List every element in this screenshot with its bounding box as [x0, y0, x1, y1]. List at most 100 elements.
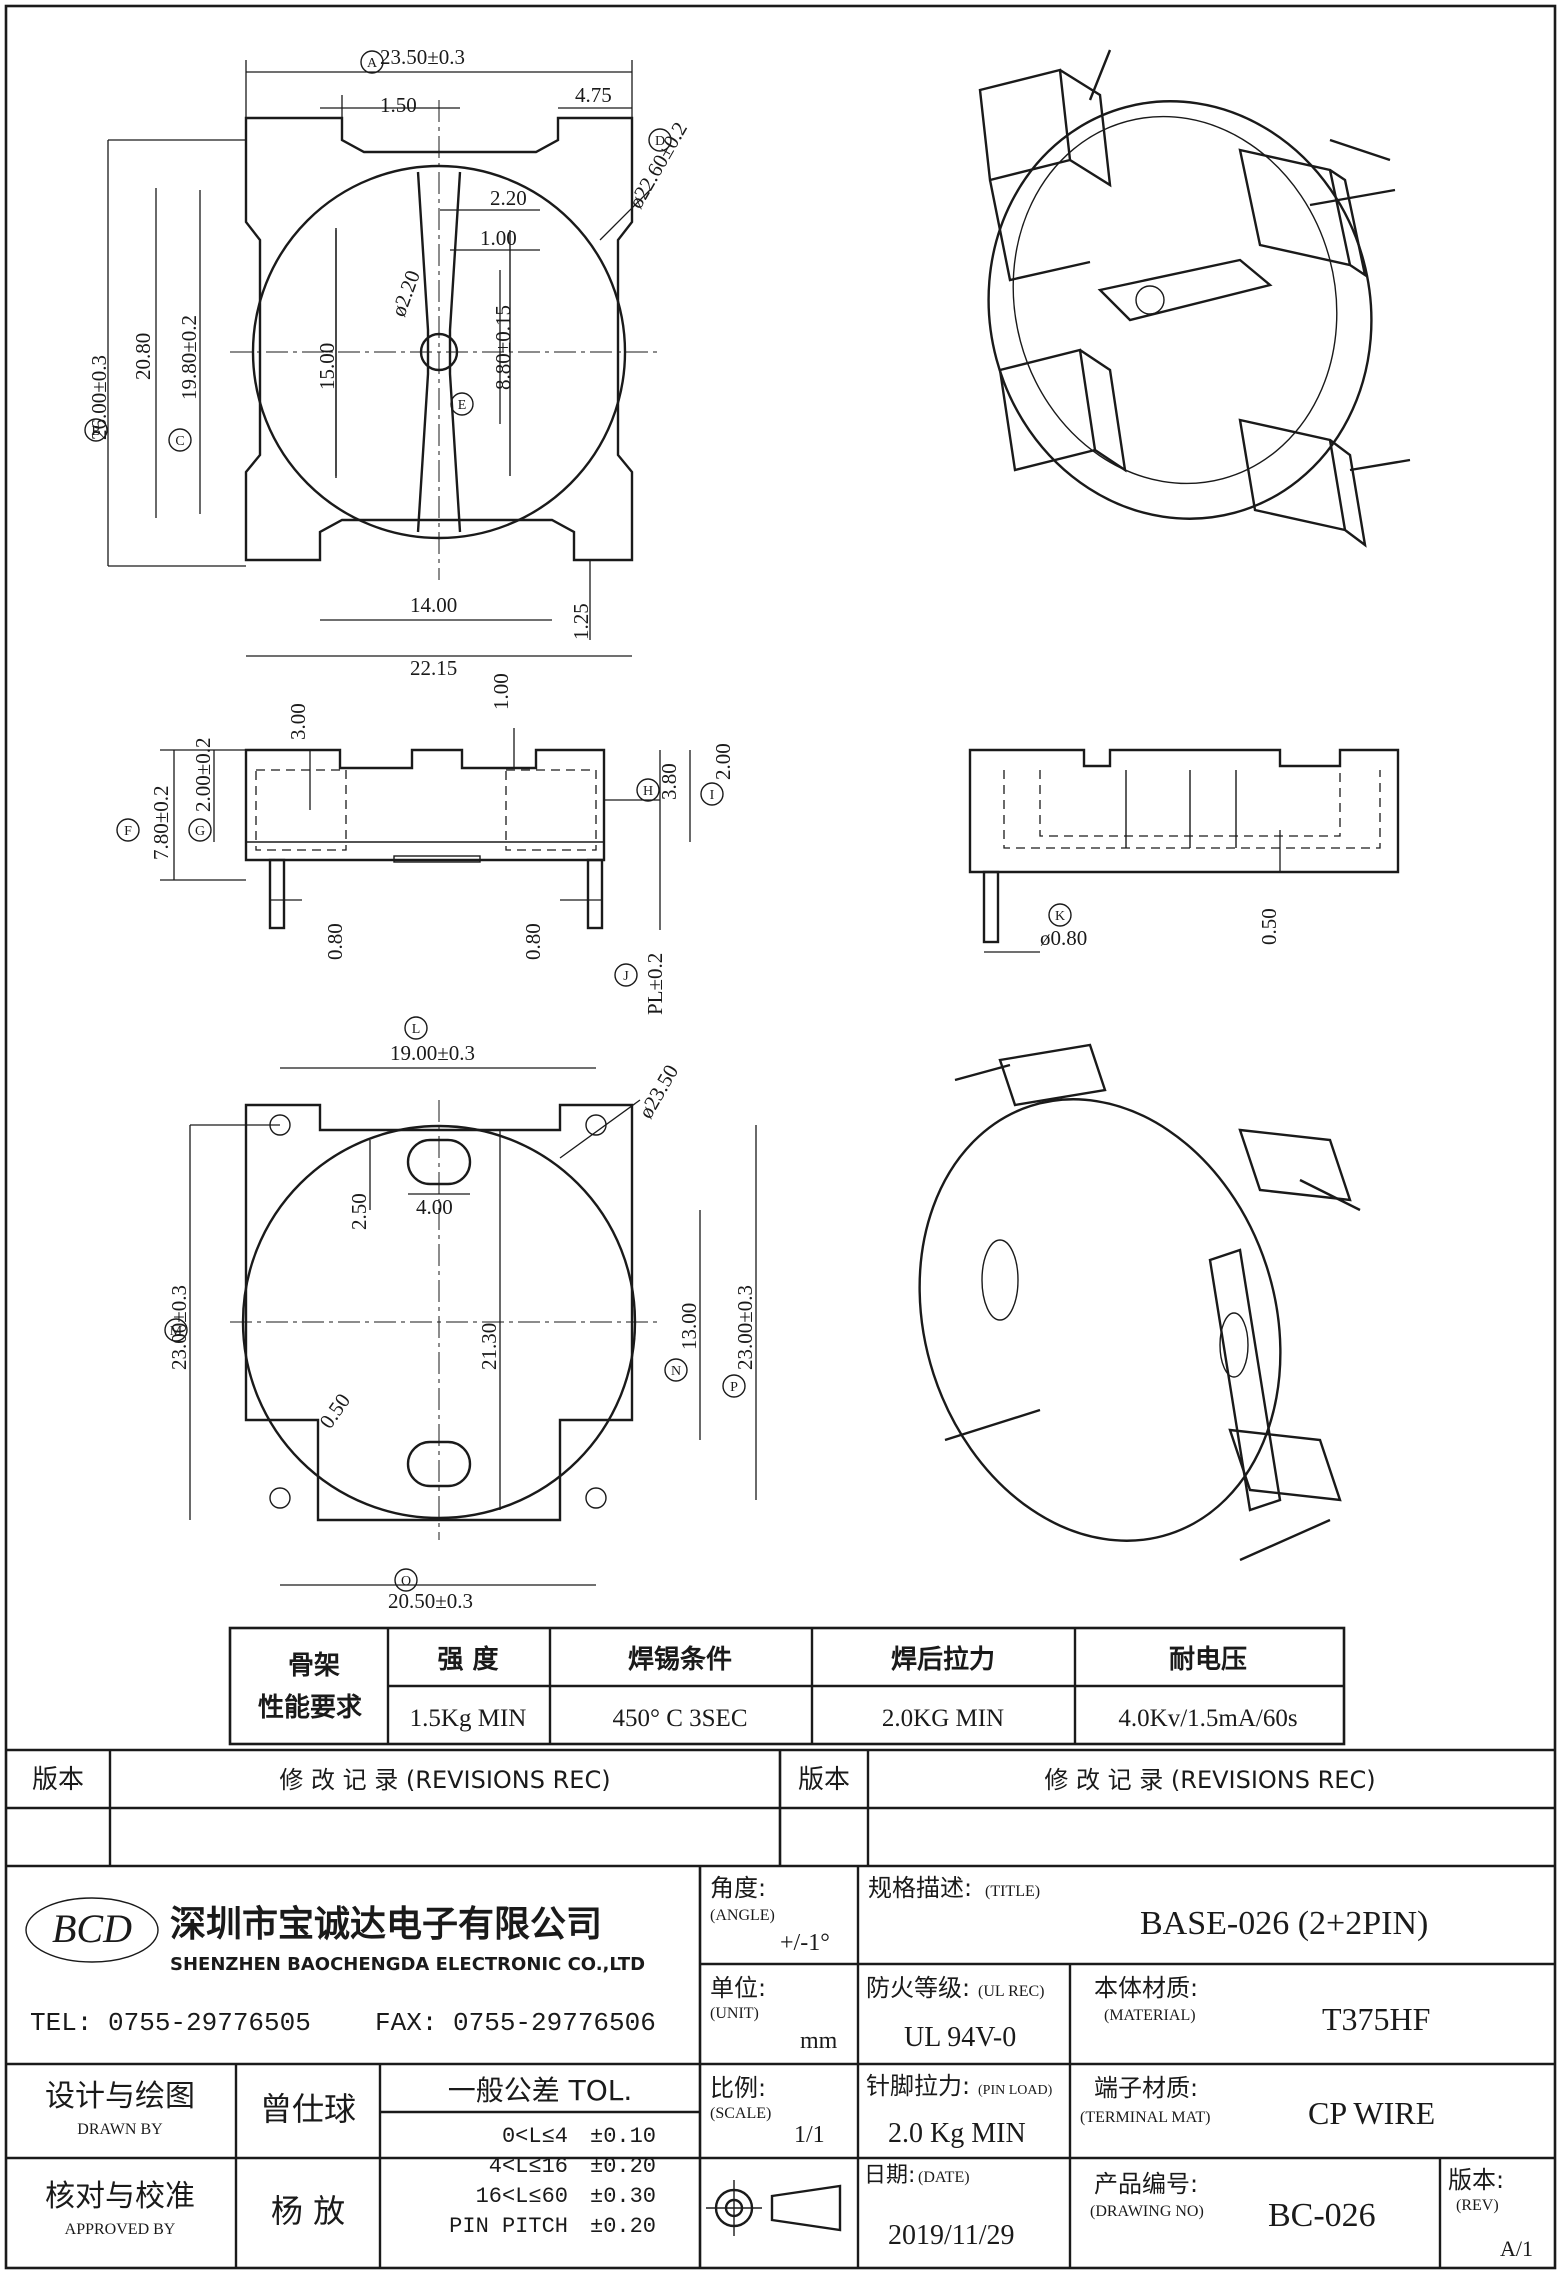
dim-bottom-tab-h: 1.25: [569, 603, 593, 640]
marker-circle-f: [116, 818, 140, 842]
marker-i: I: [710, 788, 715, 803]
terminal-en: (TERMINAL MAT): [1080, 2109, 1211, 2126]
marker-circle-a: [360, 50, 384, 74]
scale-value: 1/1: [794, 2122, 825, 2148]
marker-circle-c: [168, 428, 192, 452]
date-value: 2019/11/29: [888, 2220, 1015, 2251]
projection-symbol-icon: [706, 2180, 842, 2236]
title-block: BCD 深圳市宝诚达电子有限公司 SHENZHEN BAOCHENGDA ELE…: [6, 1866, 1555, 2268]
dim-bv-slot-h: 2.50: [347, 1193, 371, 1230]
scale-label: 比例:: [710, 2074, 766, 2102]
marker-k: K: [1055, 909, 1065, 924]
approved-label: 核对与校准: [45, 2179, 195, 2214]
dim-bottom-tab: 14.00: [410, 593, 457, 617]
dim-notch-left: 1.50: [380, 93, 417, 117]
dim-pin-left: 0.80: [323, 923, 347, 960]
rev-title-right: 修 改 记 录 (REVISIONS REC): [1044, 1766, 1375, 1794]
marker-circle-n: [664, 1358, 688, 1382]
title-en: (TITLE): [985, 1883, 1040, 1900]
terminal-label: 端子材质:: [1094, 2074, 1198, 2102]
dim-mid-height: 3.80: [657, 763, 681, 800]
marker-m: M: [170, 1324, 183, 1339]
isometric-bottom-view: [918, 1043, 1361, 1562]
marker-b: B: [91, 424, 100, 439]
tol-row-2-range: 4<L≤16: [489, 2154, 568, 2179]
marker-g: G: [195, 824, 205, 839]
rev-en: (REV): [1456, 2197, 1499, 2214]
rev-label-right: 版本: [798, 1765, 850, 1795]
marker-l: L: [412, 1022, 421, 1037]
dim-bv-width: 19.00±0.3: [390, 1041, 475, 1065]
spec-row-header-2: 性能要求: [258, 1692, 362, 1723]
drawn-label: 设计与绘图: [45, 2079, 195, 2114]
dim-bv-base-width: 20.50±0.3: [388, 1589, 473, 1613]
rev-label-left: 版本: [32, 1765, 84, 1795]
top-view: 23.50±0.3 1.50 4.75 2.20 1.00 22.15 14.0…: [87, 45, 692, 680]
logo-text: BCD: [52, 1906, 132, 1951]
pin-load-value: 2.0 Kg MIN: [888, 2118, 1026, 2149]
dim-top-height: 3.00: [286, 703, 310, 740]
marker-circle-o: [394, 1568, 418, 1592]
dim-slot-length: 15.00: [315, 343, 339, 390]
bottom-view: 19.00±0.3 ø23.50 2.50 4.00 21.30 23.00±0…: [167, 1041, 757, 1613]
marker-circle-j: [614, 963, 638, 987]
dim-bv-slot-w: 4.00: [416, 1195, 453, 1219]
marker-j: J: [623, 969, 629, 984]
date-label: 日期:: [864, 2163, 915, 2188]
angle-en: (ANGLE): [710, 1907, 775, 1924]
marker-circle-e: [450, 392, 474, 416]
marker-a: A: [367, 56, 378, 71]
company-name-cn: 深圳市宝诚达电子有限公司: [170, 1904, 602, 1945]
side-view-right: ø0.80 0.50: [968, 748, 1400, 953]
ul-en: (UL REC): [978, 1983, 1045, 2000]
tol-row-3-range: 16<L≤60: [476, 2184, 568, 2209]
drawn-en: DRAWN BY: [77, 2121, 163, 2138]
dim-overall-height: 26.00±0.3: [87, 355, 111, 440]
tol-row-1-value: ±0.10: [590, 2124, 656, 2149]
marker-h: H: [643, 784, 653, 799]
dim-step: 1.00: [489, 673, 513, 710]
date-en: (DATE): [918, 2169, 970, 2186]
marker-circle-d: [648, 128, 672, 152]
ul-value: UL 94V-0: [904, 2022, 1016, 2053]
rev-title-left: 修 改 记 录 (REVISIONS REC): [279, 1766, 610, 1794]
dim-overall-width: 23.50±0.3: [380, 45, 465, 69]
marker-e: E: [458, 398, 467, 413]
marker-n: N: [671, 1364, 681, 1379]
marker-circle-p: [722, 1374, 746, 1398]
dim-bv-inner-height: 21.30: [477, 1323, 501, 1370]
tol-row-2-value: ±0.20: [590, 2154, 656, 2179]
title-label: 规格描述:: [868, 1874, 972, 1902]
dim-diameter: ø22.60±0.2: [624, 118, 693, 213]
marker-circle-h: [636, 778, 660, 802]
spec-header-voltage: 耐电压: [1169, 1645, 1247, 1675]
marker-c: C: [175, 434, 184, 449]
drawing-no-label: 产品编号:: [1094, 2170, 1198, 2198]
spec-value-strength: 1.5Kg MIN: [410, 1705, 527, 1732]
spec-value-voltage: 4.0Kv/1.5mA/60s: [1118, 1705, 1297, 1732]
approved-en: APPROVED BY: [65, 2221, 176, 2238]
dim-slot-width: 2.20: [490, 186, 527, 210]
material-value: T375HF: [1322, 2001, 1430, 2037]
dim-pin-length: PL±0.2: [643, 953, 667, 1015]
angle-value: +/-1°: [780, 1930, 830, 1956]
dim-base-width: 22.15: [410, 656, 457, 680]
terminal-value: CP WIRE: [1308, 2095, 1435, 2131]
company-tel: TEL: 0755-29776505: [30, 2008, 311, 2038]
tol-row-1-range: 0<L≤4: [502, 2124, 568, 2149]
unit-en: (UNIT): [710, 2005, 759, 2022]
marker-circle-i: [700, 782, 724, 806]
dim-bv-diameter: ø23.50: [634, 1060, 684, 1122]
dim-total-height: 7.80±0.2: [149, 785, 173, 860]
marker-f: F: [124, 824, 132, 839]
dim-bv-right-height: 23.00±0.3: [733, 1285, 757, 1370]
spec-value-solder: 450° C 3SEC: [612, 1705, 747, 1732]
spec-value-pull: 2.0KG MIN: [882, 1705, 1004, 1732]
spec-row-header-1: 骨架: [288, 1651, 340, 1681]
dim-pin-right: 0.80: [521, 923, 545, 960]
marker-circle-g: [188, 818, 212, 842]
rev-value: A/1: [1500, 2236, 1533, 2261]
drawn-value: 曾仕球: [260, 2090, 356, 2128]
dim-slot-inner: 1.00: [480, 226, 517, 250]
marker-circle-k: [1048, 903, 1072, 927]
